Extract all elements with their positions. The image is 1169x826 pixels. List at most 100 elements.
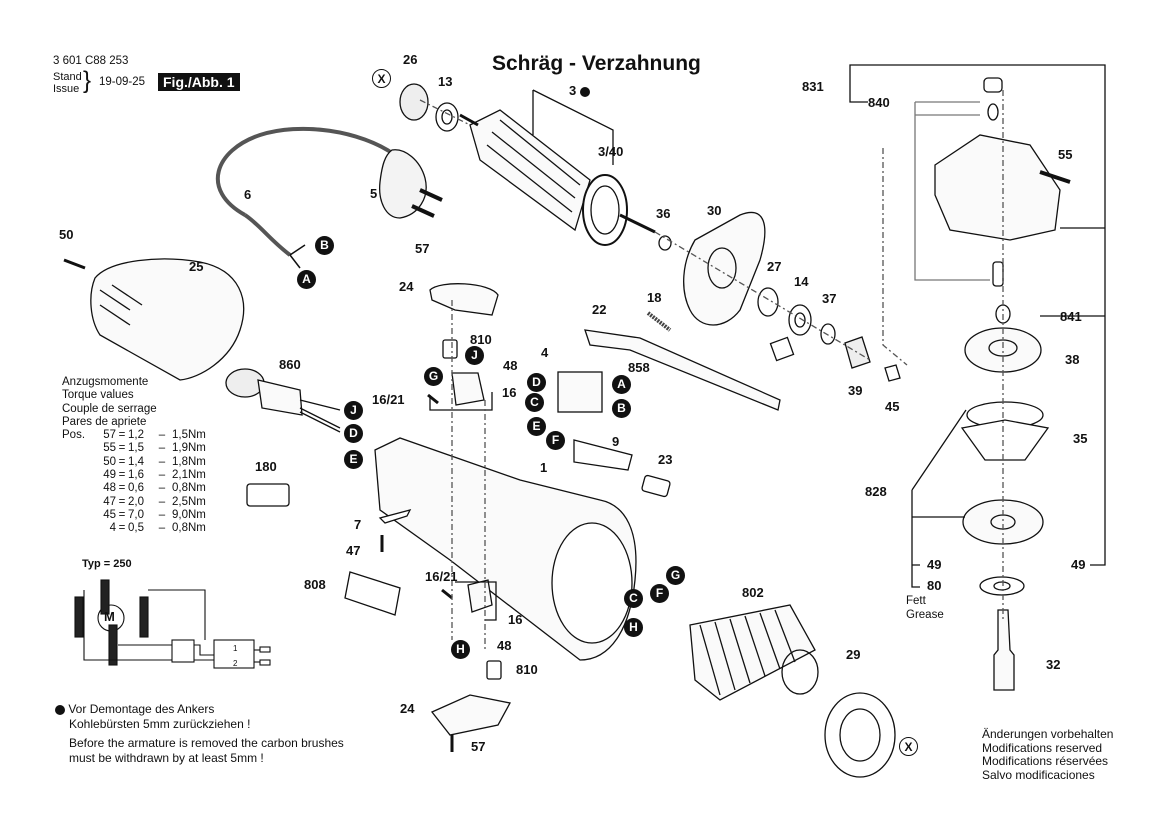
part-label-23: 23 [658, 452, 673, 467]
part-label-55: 55 [1058, 147, 1073, 162]
speed-control-part-860 [225, 368, 341, 433]
diagram-title: Schräg - Verzahnung [492, 52, 701, 75]
part-label-35: 35 [1073, 431, 1088, 446]
figure-badge: Fig./Abb. 1 [158, 73, 240, 91]
connector-b-cord: B [315, 236, 334, 255]
part-label-840: 840 [868, 95, 890, 110]
connector-g-top: G [424, 367, 443, 386]
part-label-32: 32 [1046, 657, 1061, 672]
brace: } [83, 67, 92, 94]
part-label-810-top: 810 [470, 332, 492, 347]
wiring-diagram [74, 579, 271, 669]
torque-heading-en: Torque values [62, 389, 134, 402]
connector-c-switch: C [525, 393, 544, 412]
wiring-type-label: Typ = 250 [82, 558, 132, 570]
grease-label-de: Fett [906, 595, 926, 607]
connector-d-860: D [344, 424, 363, 443]
torque-row: 49=1,6–2,1Nm [103, 469, 206, 482]
fan-baffle-part-30 [683, 211, 766, 326]
torque-heading-fr: Couple de serrage [62, 402, 157, 415]
connector-j-top: J [465, 346, 484, 365]
torque-heading-es: Pares de apriete [62, 415, 147, 428]
note-bullet-icon [55, 704, 65, 715]
part-label-6: 6 [244, 187, 252, 202]
note-en-line-2: must be withdrawn by at least 5mm ! [69, 751, 264, 765]
connector-j-860: J [344, 401, 363, 420]
part-label-3: 3 [569, 83, 590, 98]
connector-f-field: F [650, 584, 669, 603]
part-label-30: 30 [707, 203, 722, 218]
part-label-16-21-top: 16/21 [372, 392, 405, 407]
note-de-line-2: Kohlebürsten 5mm zurückziehen ! [69, 717, 251, 731]
part-label-26: 26 [403, 52, 418, 67]
part-label-29: 29 [846, 647, 861, 662]
part-label-57-top: 57 [415, 241, 430, 256]
part-label-39: 39 [848, 383, 863, 398]
connector-h-field: H [624, 618, 643, 637]
part-label-16-21-bottom: 16/21 [425, 569, 458, 584]
part-label-27: 27 [767, 259, 782, 274]
dismantle-note-marker-icon [579, 86, 590, 97]
grease-label-en: Grease [906, 609, 944, 621]
part-label-831: 831 [802, 79, 824, 94]
connector-b-switch: B [612, 399, 631, 418]
part-label-49-right: 49 [1071, 557, 1086, 572]
part-label-9: 9 [612, 434, 620, 449]
part-label-810-bottom: 810 [516, 662, 538, 677]
field-coil-part-802 [689, 604, 819, 701]
part-label-858: 858 [628, 360, 650, 375]
gear-housing-part-840 [934, 77, 1071, 324]
part-label-841: 841 [1060, 309, 1082, 324]
part-label-48-top: 48 [503, 358, 518, 373]
connector-e-860: E [344, 450, 363, 469]
issue-date: 19-09-25 [99, 76, 146, 88]
torque-row: Pos.57=1,2–1,5Nm [62, 429, 206, 442]
part-label-808: 808 [304, 577, 326, 592]
part-label-49-left: 49 [927, 557, 942, 572]
torque-heading-de: Anzugsmomente [62, 376, 149, 388]
part-label-80: 80 [927, 578, 942, 593]
part-label-47: 47 [346, 543, 361, 558]
stand-label: Stand [53, 71, 82, 83]
torque-row: 45=7,0–9,0Nm [103, 508, 206, 521]
armature-removal-note: Vor Demontage des Ankers Kohlebürsten 5m… [55, 702, 344, 766]
part-label-860: 860 [279, 357, 301, 372]
part-label-50: 50 [59, 227, 74, 242]
switch-position-2: 2 [233, 659, 238, 668]
part-label-48-bottom: 48 [497, 638, 512, 653]
power-cord [215, 126, 397, 269]
torque-row: 50=1,4–1,8Nm [103, 455, 206, 468]
part-label-24-top: 24 [399, 279, 414, 294]
part-label-3-40: 3/40 [598, 144, 624, 159]
part-label-38: 38 [1065, 352, 1080, 367]
connector-h-bottom: H [451, 640, 470, 659]
part-label-5: 5 [370, 186, 378, 201]
connector-x-bottom: X [899, 737, 918, 756]
disclaimer-es: Salvo modificaciones [982, 767, 1095, 782]
fan-ring-part-26 [399, 83, 429, 121]
torque-table: Anzugsmomente Torque values Couple de se… [62, 376, 206, 536]
torque-row: 48=0,6–0,8Nm [103, 482, 206, 495]
connector-g-field: G [666, 566, 685, 585]
connector-a-cord: A [297, 270, 316, 289]
issue-label: Issue [53, 83, 80, 95]
part-label-24-bottom: 24 [400, 701, 415, 716]
part-label-22: 22 [592, 302, 607, 317]
modifications-disclaimer: Änderungen vorbehalten Modifications res… [982, 727, 1114, 782]
part-label-16-top: 16 [502, 385, 517, 400]
part-label-16-bottom: 16 [508, 612, 523, 627]
armature-part-3 [459, 109, 656, 246]
part-label-36: 36 [656, 206, 671, 221]
connector-e-switch: E [527, 417, 546, 436]
disclaimer-de: Änderungen vorbehalten [982, 727, 1114, 741]
motor-symbol-label: M [104, 609, 115, 624]
part-label-4: 4 [541, 345, 549, 360]
disclaimer-fr: Modifications réservées [982, 754, 1109, 768]
part-label-1: 1 [540, 460, 548, 475]
part-label-828: 828 [865, 484, 887, 499]
housing-part-1 [374, 437, 637, 661]
connector-d-switch: D [527, 373, 546, 392]
part-label-45: 45 [885, 399, 900, 414]
part-label-180: 180 [255, 459, 277, 474]
